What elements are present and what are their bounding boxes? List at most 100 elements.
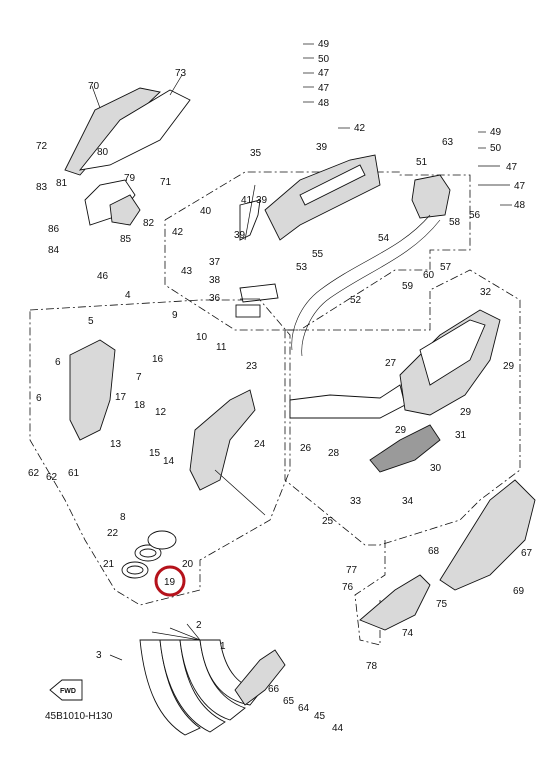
flange-20 [147,530,177,550]
callout-2: 2 [196,620,202,631]
diagram-code: 45B1010-H130 [45,711,113,722]
callout-49: 49 [318,39,330,50]
callout-83: 83 [36,182,48,193]
cover-strip [299,164,366,206]
callout-3: 3 [96,650,102,661]
callout-74: 74 [402,628,414,639]
callout-43: 43 [181,266,193,277]
callout-60: 60 [423,270,435,281]
callout-5: 5 [88,316,94,327]
callout-6: 6 [55,357,61,368]
callout-1: 1 [220,641,226,652]
callout-39: 39 [316,142,328,153]
callout-54: 54 [378,233,390,244]
muffler-inner [419,319,486,386]
callout-46: 46 [97,271,109,282]
block-36 [235,304,261,318]
callout-50: 50 [318,54,330,65]
heat-guard-73 [78,89,191,171]
callout-47: 47 [506,162,518,173]
callout-69: 69 [513,586,525,597]
callout-42: 42 [354,123,366,134]
callout-32: 32 [480,287,492,298]
callout-31: 31 [455,430,467,441]
side-cover-74 [359,574,431,631]
callout-55: 55 [312,249,324,260]
bracket-41 [239,199,261,241]
callout-72: 72 [36,141,48,152]
callout-4: 4 [125,290,131,301]
callout-84: 84 [48,245,60,256]
callout-56: 56 [469,210,481,221]
callout-9: 9 [172,310,178,321]
callout-15: 15 [149,448,161,459]
callout-47: 47 [514,181,526,192]
gasket-21-inner [126,565,144,575]
callout-57: 57 [440,262,452,273]
highlight-circle [154,565,186,597]
callout-7: 7 [136,372,142,383]
strap-38 [239,283,279,303]
callout-75: 75 [436,599,448,610]
callout-81: 81 [56,178,68,189]
callout-28: 28 [328,448,340,459]
callout-58: 58 [449,217,461,228]
callout-52: 52 [350,295,362,306]
callout-70: 70 [88,81,100,92]
callout-66: 66 [268,684,280,695]
boundary-35 [164,171,471,331]
callout-20: 20 [182,559,194,570]
callout-33: 33 [350,496,362,507]
callout-16: 16 [152,354,164,365]
lower-cover-67 [439,479,536,591]
callout-73: 73 [175,68,187,79]
callout-51: 51 [416,157,428,168]
heat-shield-5 [69,339,116,441]
callout-30: 30 [430,463,442,474]
callout-62: 62 [28,468,40,479]
callout-29: 29 [460,407,472,418]
callout-25: 25 [322,516,334,527]
callout-13: 13 [110,439,122,450]
callout-21: 21 [103,559,115,570]
callout-45: 45 [314,711,326,722]
callout-50: 50 [490,143,502,154]
callout-82: 82 [143,218,155,229]
leader-lines [91,43,512,661]
callout-67: 67 [521,548,533,559]
callout-labels: 49 50 47 47 48 42 39 35 70 73 72 80 71 7… [28,39,533,734]
callout-61: 61 [68,468,80,479]
callout-40: 40 [200,206,212,217]
callout-68: 68 [428,546,440,557]
callout-35: 35 [250,148,262,159]
callout-38: 38 [209,275,221,286]
callout-64: 64 [298,703,310,714]
callout-85: 85 [120,234,132,245]
callout-79: 79 [124,173,136,184]
callout-6: 6 [36,393,42,404]
muffler-cover-35 [264,154,381,241]
servo-actuator-51 [411,174,451,219]
callout-29: 29 [503,361,515,372]
callout-17: 17 [115,392,127,403]
boundary-25 [284,269,521,546]
callout-63: 63 [442,137,454,148]
joint-pipe [289,384,406,419]
callout-10: 10 [196,332,208,343]
callout-77: 77 [346,565,358,576]
callout-14: 14 [163,456,175,467]
callout-53: 53 [296,262,308,273]
callout-47: 47 [318,68,330,79]
cable-53 [301,219,441,357]
callout-19: 19 [164,577,176,588]
callout-39: 39 [234,230,246,241]
callout-44: 44 [332,723,344,734]
callout-36: 36 [209,293,221,304]
callout-86: 86 [48,224,60,235]
callout-76: 76 [342,582,354,593]
callout-42: 42 [172,227,184,238]
boundary-lower-bracket [354,540,386,646]
muffler-protector-30 [369,424,441,473]
callout-48: 48 [318,98,330,109]
